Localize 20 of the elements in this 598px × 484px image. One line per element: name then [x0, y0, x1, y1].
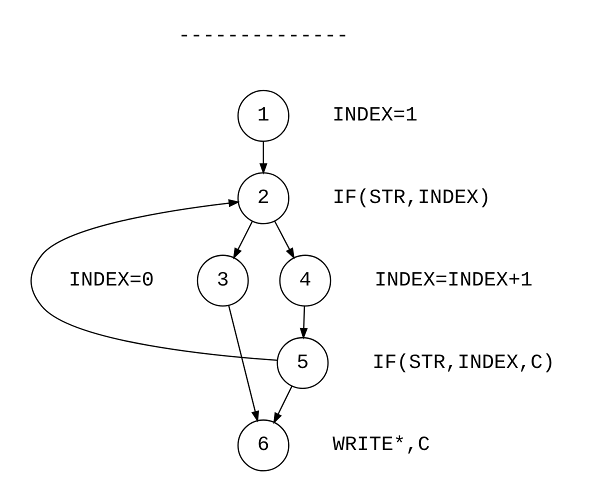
node-label: IF(STR,INDEX) — [332, 187, 491, 210]
arrow — [233, 221, 253, 260]
node-circle: 2 — [237, 172, 290, 224]
node-circle: 1 — [237, 90, 290, 142]
arrow — [273, 386, 293, 424]
arrow — [259, 142, 268, 175]
node-label: INDEX=0 — [68, 269, 154, 292]
node-label: WRITE*,C — [332, 434, 430, 458]
node-circle: 4 — [279, 254, 332, 307]
node-label: INDEX=1 — [332, 104, 418, 128]
node-circle: 6 — [237, 419, 290, 472]
node-circle: 3 — [196, 254, 249, 307]
label: -------------- — [178, 24, 349, 48]
arrow — [274, 221, 295, 260]
arrow — [30, 199, 278, 361]
arrow — [300, 306, 308, 340]
node-label: IF(STR,INDEX,C) — [372, 352, 555, 375]
arrow — [228, 305, 260, 422]
node-circle: 5 — [276, 337, 329, 390]
node-label: INDEX=INDEX+1 — [374, 269, 533, 292]
